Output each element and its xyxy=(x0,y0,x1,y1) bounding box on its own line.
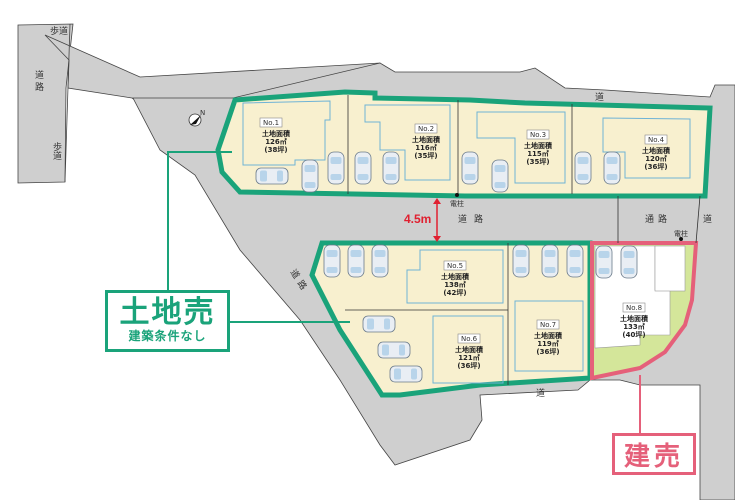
land-sale-callout: 土地売 建築条件なし xyxy=(105,290,230,352)
lot-4-label[interactable]: No.4 土地面積 120㎡ (36坪) xyxy=(642,134,671,171)
lot-5-label[interactable]: No.5 土地面積 138㎡ (42坪) xyxy=(441,260,470,297)
svg-text:路: 路 xyxy=(658,213,667,225)
svg-text:119㎡: 119㎡ xyxy=(537,339,559,348)
svg-text:道: 道 xyxy=(703,213,712,225)
svg-text:道: 道 xyxy=(458,213,467,225)
svg-text:No.8: No.8 xyxy=(626,304,642,312)
svg-text:土地面積: 土地面積 xyxy=(534,331,563,340)
svg-text:通: 通 xyxy=(645,214,654,225)
road-width-label: 4.5m xyxy=(404,212,432,226)
svg-text:No.3: No.3 xyxy=(530,131,546,139)
road-left-vertical xyxy=(17,23,74,184)
svg-text:(35坪): (35坪) xyxy=(414,151,437,160)
svg-text:歩道: 歩道 xyxy=(50,25,68,37)
svg-text:電柱: 電柱 xyxy=(450,199,464,208)
svg-text:路: 路 xyxy=(474,213,483,225)
svg-text:126㎡: 126㎡ xyxy=(265,137,287,146)
svg-text:土地面積: 土地面積 xyxy=(620,314,649,323)
svg-text:No.5: No.5 xyxy=(447,262,463,270)
svg-text:土地面積: 土地面積 xyxy=(441,272,470,281)
svg-text:No.6: No.6 xyxy=(461,335,478,343)
svg-text:路: 路 xyxy=(35,81,44,93)
svg-text:120㎡: 120㎡ xyxy=(645,154,667,163)
lot-7-label[interactable]: No.7 土地面積 119㎡ (36坪) xyxy=(534,319,563,356)
lot-6-label[interactable]: No.6 土地面積 121㎡ (36坪) xyxy=(455,333,484,370)
lot-8-label[interactable]: No.8 土地面積 133㎡ (40坪) xyxy=(620,302,649,339)
svg-text:No.4: No.4 xyxy=(648,136,665,144)
svg-text:N: N xyxy=(200,109,205,117)
svg-text:土地面積: 土地面積 xyxy=(642,146,671,155)
svg-text:No.7: No.7 xyxy=(540,321,556,329)
svg-text:No.1: No.1 xyxy=(263,119,279,127)
svg-text:(42坪): (42坪) xyxy=(443,288,466,297)
svg-text:(36坪): (36坪) xyxy=(644,162,667,171)
svg-text:No.2: No.2 xyxy=(418,125,434,133)
svg-text:(35坪): (35坪) xyxy=(526,157,549,166)
svg-text:138㎡: 138㎡ xyxy=(444,280,466,289)
svg-text:121㎡: 121㎡ xyxy=(458,353,480,362)
svg-text:133㎡: 133㎡ xyxy=(623,322,645,331)
svg-text:116㎡: 116㎡ xyxy=(415,143,437,152)
lot-3-label[interactable]: No.3 土地面積 115㎡ (35坪) xyxy=(524,129,553,166)
built-sale-callout: 建売 xyxy=(612,433,696,475)
lot-2-label[interactable]: No.2 土地面積 116㎡ (35坪) xyxy=(412,123,441,160)
svg-text:(40坪): (40坪) xyxy=(622,330,645,339)
svg-text:道: 道 xyxy=(595,91,604,103)
land-sale-title: 土地売 xyxy=(119,295,216,330)
svg-text:土地面積: 土地面積 xyxy=(262,129,291,138)
svg-text:土地面積: 土地面積 xyxy=(412,135,441,144)
svg-text:土地面積: 土地面積 xyxy=(455,345,484,354)
north-compass-icon: N xyxy=(188,109,205,127)
svg-text:(36坪): (36坪) xyxy=(536,347,559,356)
svg-text:(36坪): (36坪) xyxy=(457,361,480,370)
svg-text:(38坪): (38坪) xyxy=(264,145,287,154)
land-sale-subtitle: 建築条件なし xyxy=(128,329,207,343)
built-sale-title: 建売 xyxy=(623,441,684,472)
lot-1-label[interactable]: No.1 土地面積 126㎡ (38坪) xyxy=(259,117,291,154)
svg-text:電柱: 電柱 xyxy=(674,229,688,238)
svg-text:道: 道 xyxy=(35,69,44,81)
svg-text:歩道: 歩道 xyxy=(51,141,62,161)
svg-text:土地面積: 土地面積 xyxy=(524,141,553,150)
svg-text:115㎡: 115㎡ xyxy=(527,149,549,158)
svg-text:道: 道 xyxy=(536,387,545,399)
